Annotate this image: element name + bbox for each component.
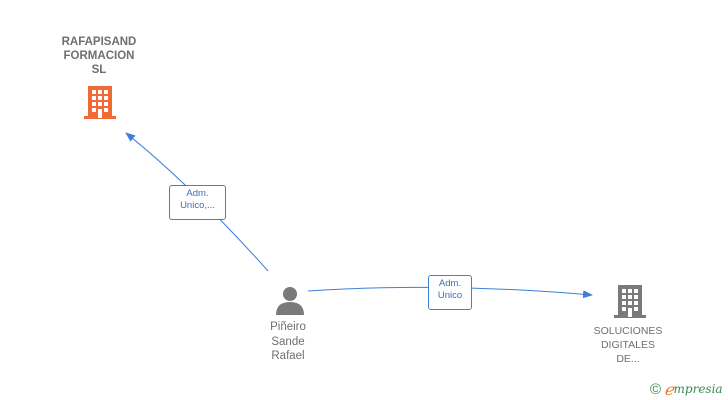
edge-label-line: Unico,...	[180, 200, 215, 211]
edge-label-adm-unico[interactable]: Adm. Unico,...	[169, 185, 226, 220]
brand-name: mpresia	[673, 382, 723, 396]
person-name-line: Rafael	[271, 350, 305, 362]
company-name-line: FORMACION	[63, 50, 135, 62]
company-name-line: SL	[91, 64, 107, 76]
company-name-line: RAFAPISAND	[61, 36, 137, 48]
person-name-line: Sande	[271, 335, 305, 348]
company-name-line: DE...	[616, 353, 640, 365]
building-icon[interactable]	[614, 283, 646, 319]
building-icon[interactable]	[84, 84, 116, 120]
empresia-logo: © ℯ mpresia	[650, 379, 723, 399]
company-name-rafapisand[interactable]: RAFAPISAND FORMACION SL	[38, 35, 160, 77]
company-name-line: DIGITALES	[600, 339, 656, 351]
copyright-symbol: ©	[650, 380, 662, 398]
edge-label-line: Adm.	[186, 188, 209, 199]
company-name-soluciones[interactable]: SOLUCIONES DIGITALES DE...	[570, 324, 686, 366]
person-name[interactable]: Piñeiro Sande Rafael	[245, 320, 331, 364]
edge-label-adm-unico[interactable]: Adm. Unico	[428, 275, 472, 310]
edge-label-line: Adm.	[438, 278, 462, 289]
brand-logo-letter: ℯ	[664, 379, 674, 399]
edge-label-line: Unico	[437, 290, 463, 301]
person-name-line: Piñeiro	[270, 321, 306, 333]
person-icon[interactable]	[275, 285, 305, 315]
company-name-line: SOLUCIONES	[593, 325, 663, 337]
